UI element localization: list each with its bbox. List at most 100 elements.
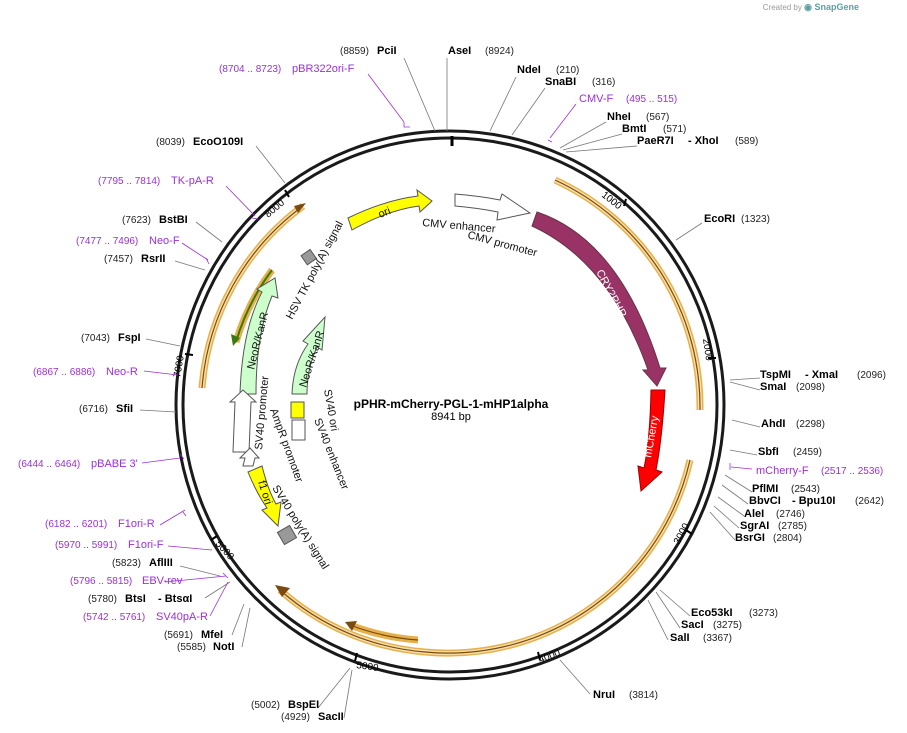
site-pos: (3275) xyxy=(713,620,742,631)
tick-mark xyxy=(354,652,358,662)
orf-arrowhead xyxy=(294,203,306,213)
orf-arc-3-line xyxy=(279,589,426,653)
plasmid-length: 8941 bp xyxy=(431,411,471,423)
primer-range: (2517 .. 2536) xyxy=(821,466,883,477)
primer-name: Neo-F xyxy=(149,235,180,247)
features: ori CMV enhancer CMV promoter CRY2PHR mC… xyxy=(228,188,667,572)
site-pos: (7043) xyxy=(81,333,110,344)
site-pos: (5002) xyxy=(251,700,280,711)
hsv-polya-feature xyxy=(300,248,318,266)
site-name: PciI xyxy=(377,45,397,57)
primer-range: (495 .. 515) xyxy=(626,94,677,105)
snapgene-logo: ◉ SnapGene xyxy=(804,2,859,12)
site-name: SmaI xyxy=(760,381,786,393)
site-pos: (3367) xyxy=(703,633,732,644)
site-pos: (1323) xyxy=(741,214,770,225)
sv40-ori-feature xyxy=(290,401,305,419)
tick-mark xyxy=(184,353,194,356)
site-name: PaeR7I xyxy=(637,135,674,147)
site-name-secondary: - BtsαI xyxy=(158,593,192,605)
site-name: BsrGI xyxy=(735,532,765,544)
site-name: BbvCI xyxy=(749,495,781,507)
site-pos: (6716) xyxy=(79,404,108,415)
site-pos: (2459) xyxy=(793,447,822,458)
ampr-promoter-label: AmpR promoter xyxy=(267,407,305,484)
mcherry-feature xyxy=(637,389,666,493)
site-name: BtsI xyxy=(125,593,146,605)
plasmid-name: pPHR-mCherry-PGL-1-mHP1alpha xyxy=(354,397,549,411)
cmv-enhancer-feature xyxy=(454,193,532,221)
site-name: BspEI xyxy=(288,699,319,711)
primer-range: (7477 .. 7496) xyxy=(76,236,138,247)
site-name-secondary: - Bpu10I xyxy=(792,495,835,507)
site-pos: (210) xyxy=(556,65,579,76)
orf-arc-2-line xyxy=(424,459,691,654)
orf-arc-2 xyxy=(424,459,694,657)
primer-name: pBR322ori-F xyxy=(292,63,355,75)
neokanr-feature-2 xyxy=(291,315,326,395)
site-name: SgrAI xyxy=(740,520,769,532)
primer-range: (6867 .. 6886) xyxy=(33,367,95,378)
site-name: SnaBI xyxy=(545,76,576,88)
primer-name: TK-pA-R xyxy=(171,175,214,187)
cry2phr-feature xyxy=(531,211,667,387)
sv40-promoter-feature xyxy=(228,389,258,453)
site-pos: (316) xyxy=(592,77,615,88)
site-name: SalI xyxy=(670,632,690,644)
primer-leader-lines xyxy=(141,73,753,617)
site-name: SbfI xyxy=(758,446,779,458)
primer-name: SV40pA-R xyxy=(156,611,208,623)
site-pos: (7623) xyxy=(122,215,151,226)
primer-name: Neo-R xyxy=(106,366,138,378)
site-pos: (2746) xyxy=(776,509,805,520)
site-pos: (2298) xyxy=(796,419,825,430)
site-pos: (5780) xyxy=(88,594,117,605)
site-pos: (8924) xyxy=(485,46,514,57)
orf-arc-3 xyxy=(277,587,426,656)
orf-arc-3-fill xyxy=(278,588,426,654)
site-pos: (8859) xyxy=(340,46,369,57)
site-pos: (2543) xyxy=(791,484,820,495)
site-name: BstBI xyxy=(159,214,188,226)
orf-arrowhead xyxy=(231,334,240,346)
site-pos: (5823) xyxy=(112,558,141,569)
tick-label-5000b: 5000 xyxy=(356,660,380,674)
site-name: TspMI xyxy=(760,369,791,381)
site-name: EcoRI xyxy=(704,213,735,225)
tick-mark xyxy=(685,529,693,535)
orf-arcs xyxy=(198,176,704,657)
sv40-enhancer-feature xyxy=(291,419,306,441)
site-name: AhdI xyxy=(761,418,785,430)
orf-arrowhead xyxy=(345,621,357,631)
primer-range: (6444 .. 6464) xyxy=(18,459,80,470)
site-name: Eco53kI xyxy=(691,607,733,619)
site-name: NheI xyxy=(607,111,631,123)
snapgene-credit: Created by ◉ SnapGene xyxy=(763,2,859,13)
site-name: FspI xyxy=(118,332,141,344)
orf-arrowhead xyxy=(275,585,290,597)
site-name: SacI xyxy=(681,619,704,631)
site-pos: (571) xyxy=(663,124,686,135)
site-pos: (2098) xyxy=(796,382,825,393)
site-name: BmtI xyxy=(622,123,646,135)
site-name: AleI xyxy=(744,508,764,520)
cmv-promoter-label: CMV promoter xyxy=(466,229,539,259)
orf-arc-5-line xyxy=(201,205,304,389)
credit-brand: SnapGene xyxy=(814,2,859,12)
tick-label-4000: 4000 xyxy=(537,648,562,666)
site-pos: (4929) xyxy=(281,712,310,723)
site-pos: (567) xyxy=(646,112,669,123)
site-pos: (7457) xyxy=(104,254,133,265)
site-pos: (3814) xyxy=(629,690,658,701)
backbone-inner xyxy=(181,136,719,674)
site-pos: (2785) xyxy=(778,521,807,532)
primer-name: CMV-F xyxy=(579,93,614,105)
primer-range: (5796 .. 5815) xyxy=(70,576,132,587)
site-pos: (2642) xyxy=(855,496,884,507)
site-pos: (2804) xyxy=(773,533,802,544)
site-name-secondary: - XhoI xyxy=(688,135,719,147)
site-pos: (8039) xyxy=(156,137,185,148)
site-name: EcoO109I xyxy=(193,136,243,148)
site-name: NotI xyxy=(213,641,234,653)
